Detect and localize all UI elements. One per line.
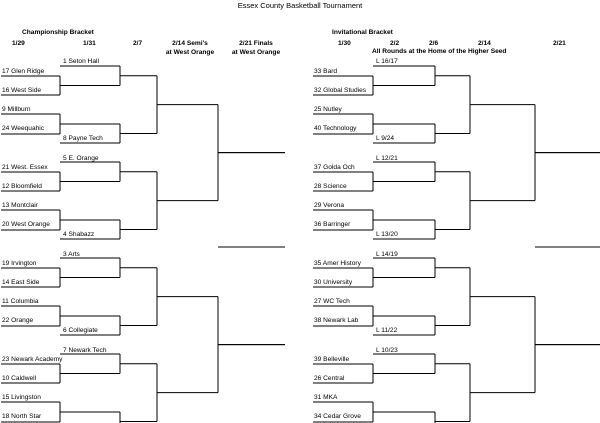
invitational-heading: Invitational Bracket — [332, 29, 393, 36]
team-entry: 38 Newark Lab — [314, 317, 359, 324]
team-entry: 40 Technology — [314, 125, 357, 132]
page-title: Essex County Basketball Tournament — [237, 1, 363, 10]
championship-heading: Championship Bracket — [22, 29, 94, 36]
team-entry: L 12/21 — [376, 155, 398, 162]
team-entry: 5 E. Orange — [63, 155, 99, 162]
championship-date-3: 2/7 — [133, 40, 143, 47]
team-entry: L 16/17 — [376, 58, 398, 65]
team-entry: 32 Global Studies — [314, 87, 367, 94]
team-entry: 10 Caldwell — [2, 375, 37, 382]
team-entry: 8 Payne Tech — [63, 135, 103, 142]
championship-semis-venue: at West Orange — [165, 49, 215, 56]
team-entry: 12 Bloomfield — [2, 183, 42, 190]
team-entry: 34 Cedar Grove — [314, 413, 361, 420]
team-entry: 39 Belleville — [314, 356, 350, 363]
team-entry: 21 West. Essex — [2, 164, 48, 171]
team-entry: 4 Shabazz — [63, 231, 95, 238]
championship-date-5: 2/21 Finals — [239, 40, 273, 47]
invitational-date-4: 2/14 — [478, 40, 491, 47]
team-entry: 17 Glen Ridge — [2, 68, 45, 75]
team-entry: 31 MKA — [314, 394, 338, 401]
invitational-date-5: 2/21 — [553, 40, 566, 47]
team-entry: L 13/20 — [376, 231, 398, 238]
team-entry: 24 Weequahic — [2, 125, 45, 132]
championship-date-1: 1/29 — [12, 40, 25, 47]
invitational-date-3: 2/6 — [429, 40, 439, 47]
team-entry: L 14/19 — [376, 251, 398, 258]
championship-date-4: 2/14 Semi's — [172, 40, 208, 47]
team-entry: 29 Verona — [314, 202, 345, 209]
team-entry: 22 Orange — [2, 317, 34, 324]
team-entry: 23 Newark Academy — [2, 356, 63, 363]
team-entry: 1 Seton Hall — [63, 58, 99, 65]
invitational-subheading: All Rounds at the Home of the Higher See… — [372, 48, 507, 55]
team-entry: 20 West Orange — [2, 221, 50, 228]
team-entry: 27 WC Tech — [314, 298, 350, 305]
team-entry: 14 East Side — [2, 279, 40, 286]
team-entry: L 11/22 — [376, 327, 398, 334]
team-entry: 30 University — [314, 279, 353, 286]
team-entry: 7 Newark Tech — [63, 347, 107, 354]
championship-date-2: 1/31 — [83, 40, 96, 47]
team-entry: 18 North Star — [2, 413, 42, 420]
team-entry: 28 Science — [314, 183, 347, 190]
team-entry: 35 Amer History — [314, 260, 361, 267]
team-entry: 6 Collegiate — [63, 327, 98, 334]
team-entry: 37 Golda Och — [314, 164, 355, 171]
team-entry: 3 Arts — [63, 251, 80, 258]
team-entry: 15 Livingston — [2, 394, 41, 401]
team-entry: 19 Irvington — [2, 260, 37, 267]
team-entry: 13 Montclair — [2, 202, 38, 209]
team-entry: L 10/23 — [376, 347, 398, 354]
team-entry: 33 Bard — [314, 68, 338, 75]
invitational-date-1: 1/30 — [338, 40, 351, 47]
team-entry: 36 Barringer — [314, 221, 351, 228]
team-entry: 9 Millburn — [2, 106, 31, 113]
team-entry: 16 West Side — [2, 87, 42, 94]
team-entry: 26 Central — [314, 375, 345, 382]
team-entry: L 9/24 — [376, 135, 395, 142]
invitational-date-2: 2/2 — [390, 40, 400, 47]
team-entry: 25 Nutley — [314, 106, 342, 113]
team-entry: 11 Columbia — [2, 298, 39, 305]
championship-finals-venue: at West Orange — [231, 49, 281, 56]
